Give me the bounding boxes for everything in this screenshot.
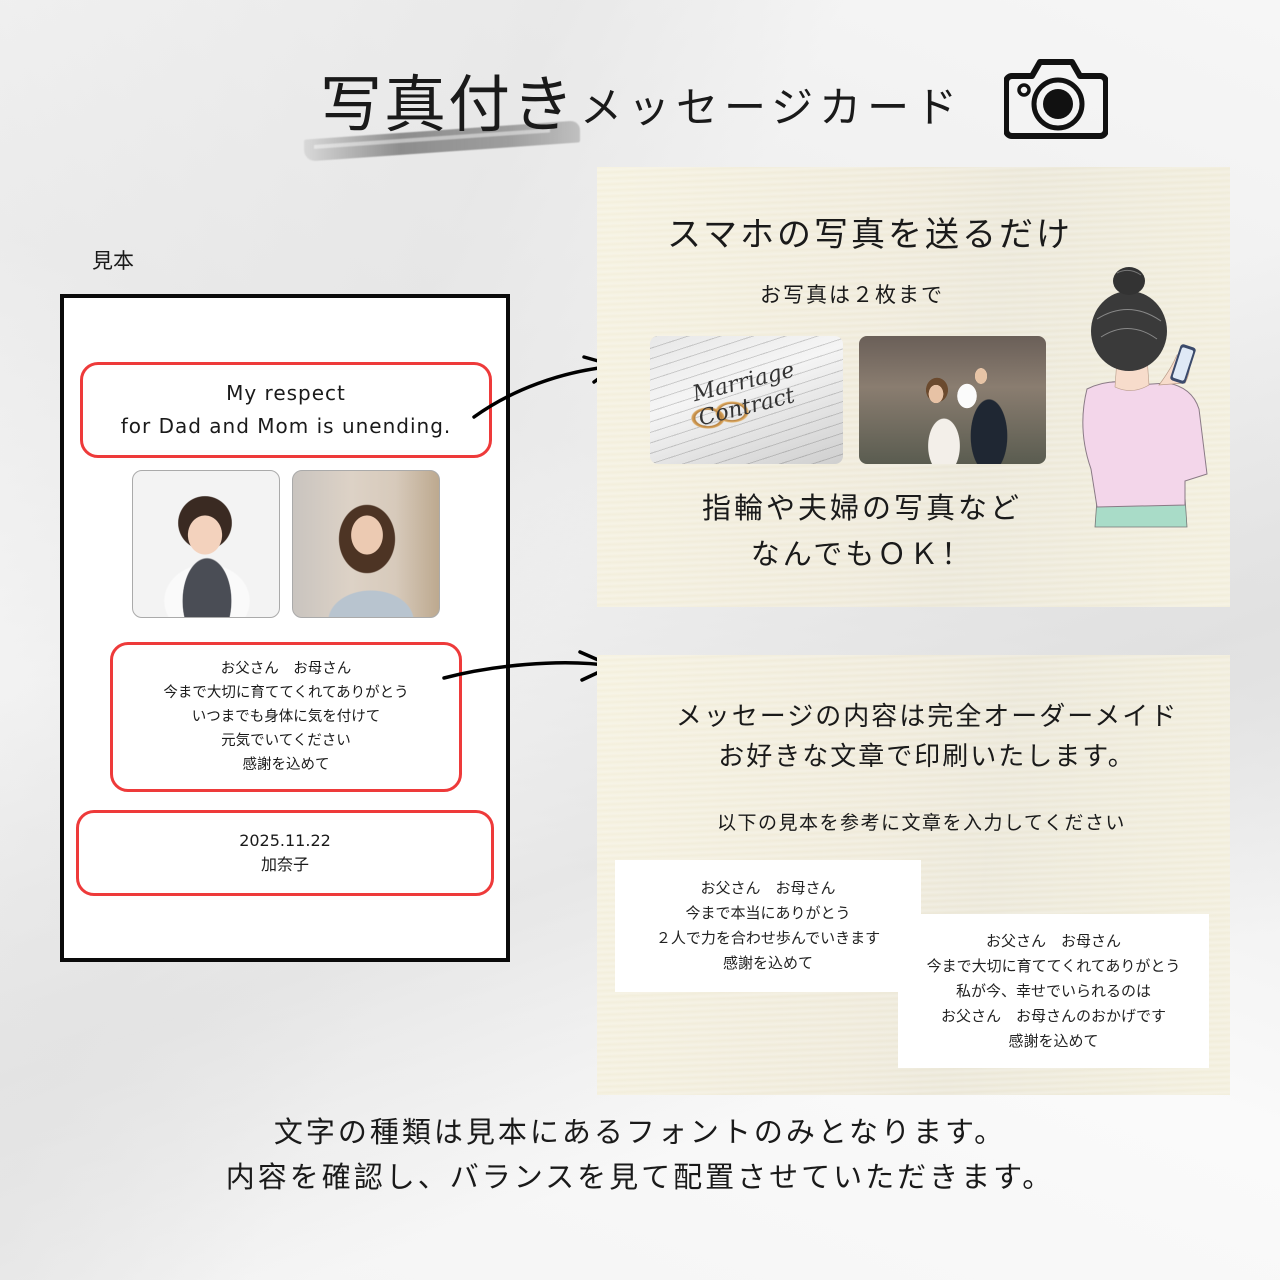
custom-message-panel: メッセージの内容は完全オーダーメイド お好きな文章で印刷いたします。 以下の見本… — [597, 655, 1230, 1095]
title-main: 写真付き — [320, 68, 577, 141]
camera-icon — [1004, 59, 1108, 139]
message-line: 今まで大切に育ててくれてありがとう — [163, 685, 409, 701]
message-line: いつまでも身体に気を付けて — [191, 709, 381, 725]
message-line: 元気でいてください — [221, 733, 351, 749]
sample-line: 私が今、幸せでいられるのは — [955, 981, 1151, 1000]
contract-caption: Marriage Contract — [690, 357, 798, 432]
woman-smartphone-illustration — [1082, 267, 1208, 528]
signature-name: 加奈子 — [260, 855, 309, 874]
message-line: 感謝を込めて — [242, 757, 330, 773]
message-line: お父さん お母さん — [220, 661, 352, 677]
sample-label: 見本 — [92, 249, 134, 273]
arrow-icon-to-message — [442, 650, 614, 682]
sample-line: お父さん お母さんのおかげです — [940, 1006, 1166, 1025]
message-panel-title-line-2: お好きな文章で印刷いたします。 — [718, 742, 1136, 772]
sample-line: お父さん お母さん — [985, 931, 1121, 950]
example-photo-wedding — [859, 336, 1046, 464]
footer-line-2: 内容を確認し、バランスを見て配置させていただきます。 — [225, 1160, 1055, 1194]
photo-upload-panel: スマホの写真を送るだけ お写真は２枚まで Marriage Contract 指… — [597, 167, 1230, 607]
photo-panel-title: スマホの写真を送るだけ — [667, 215, 1073, 255]
sample-line: 今まで本当にありがとう — [685, 904, 851, 922]
english-message-line-2: for Dad and Mom is unending. — [120, 414, 452, 438]
sample-line: 感謝を込めて — [722, 954, 813, 972]
example-photo-rings: Marriage Contract — [650, 336, 843, 464]
message-panel-title-line-1: メッセージの内容は完全オーダーメイド — [675, 702, 1179, 732]
japanese-message-box: お父さん お母さん 今まで大切に育ててくれてありがとう いつまでも身体に気を付け… — [110, 642, 462, 792]
message-instruction: 以下の見本を参考に文章を入力してください — [717, 812, 1126, 834]
sample-message-2: お父さん お母さん 今まで大切に育ててくれてありがとう 私が今、幸せでいられるの… — [898, 914, 1209, 1068]
sample-line: 感謝を込めて — [1008, 1031, 1099, 1050]
photo-note-line-2: なんでもＯＫ！ — [750, 537, 974, 571]
title-sub: メッセージカード — [580, 83, 964, 132]
sample-line: 今まで大切に育ててくれてありがとう — [926, 956, 1181, 975]
sample-photo-child — [132, 470, 280, 618]
photo-note-line-1: 指輪や夫婦の写真など — [701, 491, 1022, 525]
footer-line-1: 文字の種類は見本にあるフォントのみとなります。 — [273, 1115, 1007, 1149]
sample-line: お父さん お母さん — [700, 879, 836, 897]
message-panel-title: メッセージの内容は完全オーダーメイド お好きな文章で印刷いたします。 — [667, 697, 1187, 777]
sample-card: My respect for Dad and Mom is unending. … — [60, 294, 510, 962]
photo-examples-note: 指輪や夫婦の写真など なんでもＯＫ！ — [677, 485, 1047, 577]
footer-notice: 文字の種類は見本にあるフォントのみとなります。 内容を確認し、バランスを見て配置… — [0, 1110, 1280, 1200]
page-header: 写真付き メッセージカード — [300, 48, 1130, 168]
sample-line: ２人で力を合わせ歩んでいきます — [655, 929, 881, 947]
sample-photo-woman — [292, 470, 440, 618]
english-message-box: My respect for Dad and Mom is unending. — [80, 362, 492, 458]
photo-limit-text: お写真は２枚まで — [760, 283, 944, 307]
signature-date: 2025.11.22 — [239, 831, 331, 850]
sample-message-1: お父さん お母さん 今まで本当にありがとう ２人で力を合わせ歩んでいきます 感謝… — [615, 860, 921, 992]
signature-box: 2025.11.22 加奈子 — [76, 810, 494, 896]
english-message-line-1: My respect — [226, 381, 346, 405]
